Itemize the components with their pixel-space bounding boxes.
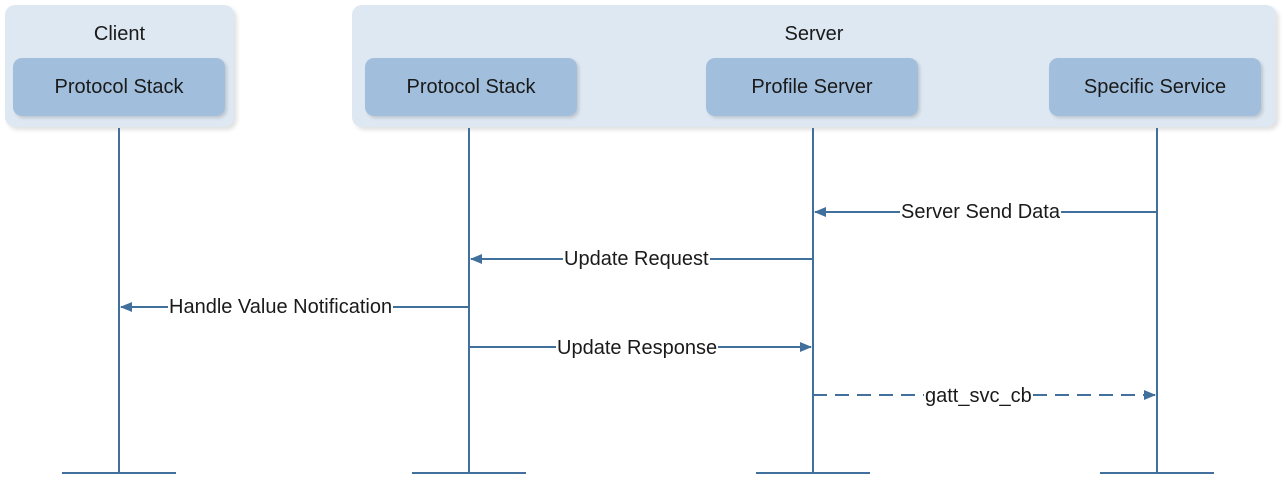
participant-client-protocol-stack: Protocol Stack bbox=[13, 58, 225, 116]
message-label-server-send-data: Server Send Data bbox=[900, 200, 1061, 224]
server-group-title: Server bbox=[784, 23, 844, 45]
message-label-gatt-svc-cb: gatt_svc_cb bbox=[924, 384, 1033, 408]
message-label-update-request: Update Request bbox=[563, 247, 710, 271]
client-group-title: Client bbox=[93, 23, 146, 45]
message-label-update-response: Update Response bbox=[556, 336, 719, 360]
message-label-handle-value-notification: Handle Value Notification bbox=[168, 295, 394, 319]
participant-specific-service: Specific Service bbox=[1049, 58, 1261, 116]
participant-server-protocol-stack: Protocol Stack bbox=[365, 58, 577, 116]
participant-profile-server: Profile Server bbox=[706, 58, 918, 116]
